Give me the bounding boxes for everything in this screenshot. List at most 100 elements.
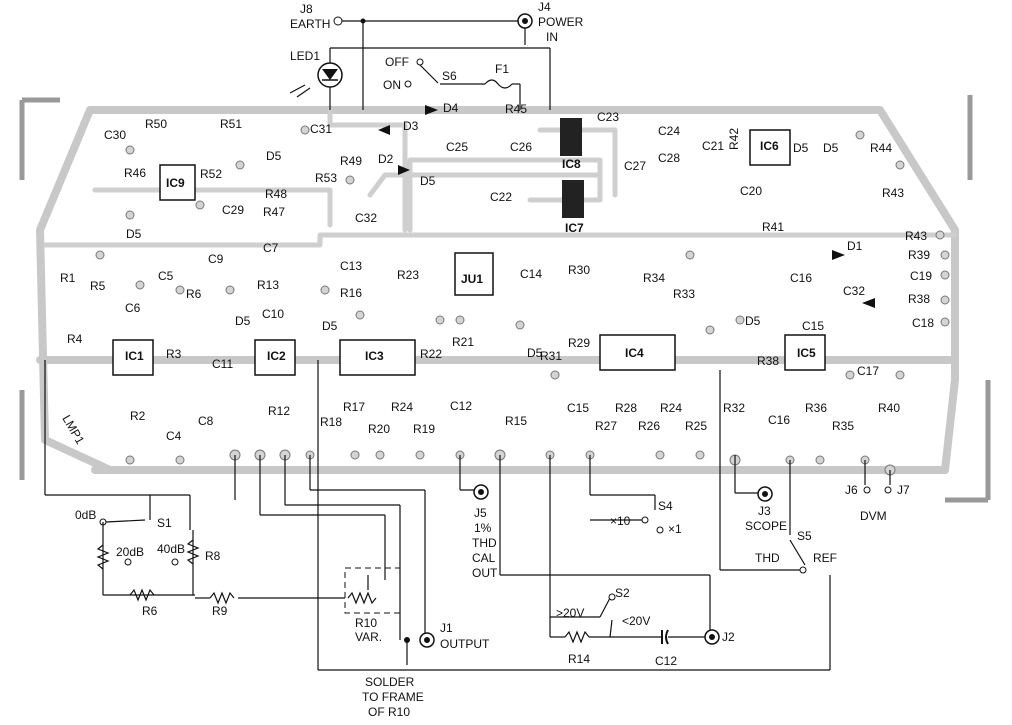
r13-label: R14 — [568, 652, 590, 666]
r30-label: R30 — [568, 263, 590, 277]
ic1 — [112, 339, 154, 376]
power-input-labels: J8 EARTH J4 POWER IN LED1 OFF ON S6 F1 — [290, 0, 584, 92]
lmp1-label: LMP1 — [59, 413, 87, 447]
twenty-db-label: 20dB — [116, 545, 144, 559]
solder-label-3: OF R10 — [368, 705, 410, 719]
forty-db-label: 40dB — [157, 542, 185, 556]
c14-label: C16 — [768, 413, 790, 427]
j-label-9: D5 — [527, 346, 543, 360]
c23-label: C23 — [597, 110, 619, 124]
thd-label: THD — [755, 551, 780, 565]
d1-label: C32 — [843, 284, 865, 298]
r49-label: R48 — [265, 187, 287, 201]
c22-label: C22 — [490, 190, 512, 204]
r5-label: R5 — [90, 279, 106, 293]
r43-label: R43 — [882, 186, 904, 200]
r6-label: R6 — [186, 287, 202, 301]
r38-label: R38 — [908, 292, 930, 306]
r32-label: R32 — [723, 401, 745, 415]
ic5-label: IC5 — [797, 346, 816, 360]
r22-label: R23 — [397, 268, 419, 282]
x1-label: ×1 — [668, 522, 682, 536]
j-label-7: D5 — [235, 314, 251, 328]
d5-label: D3 — [403, 119, 419, 133]
front-panel-labels: 0dB S1 20dB 40dB R8 R6 R9 R10 VAR. SOLDE… — [75, 483, 910, 719]
s4-label: S4 — [658, 499, 673, 513]
ic6-label: IC6 — [760, 139, 779, 153]
r36-label: R36 — [805, 401, 827, 415]
led1-label: LED1 — [290, 49, 320, 63]
board-outline — [19, 95, 991, 503]
component-labels: C30 R50 R51 C31 R46 R52 D5 R49 R53 R48 C… — [59, 101, 934, 447]
r4-label: R4 — [67, 332, 83, 346]
ic8-label: IC8 — [562, 157, 581, 171]
c12-label: C14 — [520, 267, 542, 281]
j6-label: J6 — [845, 483, 858, 497]
c19-label: C19 — [910, 269, 932, 283]
dvm-label: DVM — [860, 509, 887, 523]
thd-cal-2: THD — [472, 536, 497, 550]
ref-label: REF — [813, 551, 837, 565]
c27-label: C27 — [624, 159, 646, 173]
r35-label: R35 — [832, 419, 854, 433]
ic3 — [339, 339, 416, 376]
r41-label: R41 — [762, 220, 784, 234]
thd-cal-1: 1% — [474, 521, 492, 535]
c30-label: C30 — [104, 128, 126, 142]
c8-label: C11 — [212, 357, 233, 371]
r3-label: R3 — [166, 347, 182, 361]
c2-label: C5 — [158, 269, 174, 283]
r21-label: R22 — [420, 347, 442, 361]
r29-label: R29 — [568, 336, 590, 350]
c16-label: C16 — [790, 271, 812, 285]
diodes — [378, 105, 875, 308]
c5-label: C8 — [198, 414, 214, 428]
r16-label: R17 — [343, 400, 365, 414]
ju1 — [454, 252, 494, 296]
c7-label: C10 — [262, 307, 284, 321]
r18-label: R19 — [413, 422, 435, 436]
ic5 — [784, 334, 826, 371]
r2-label: R2 — [130, 409, 146, 423]
ic9-label: IC9 — [166, 176, 185, 190]
f1-label: F1 — [495, 62, 509, 76]
x10-label: ×10 — [610, 514, 631, 528]
c11-label: C12 — [450, 399, 472, 413]
r50-label: R49 — [340, 154, 362, 168]
s1-label: S1 — [157, 516, 172, 530]
j8-label: J8 — [300, 2, 313, 16]
j4-label: J4 — [538, 0, 551, 14]
ic3-label: IC3 — [365, 349, 384, 363]
j-label-4: D5 — [823, 141, 839, 155]
r23-label: R24 — [391, 400, 413, 414]
c3-label: C6 — [125, 301, 141, 315]
r11-label: R12 — [268, 404, 290, 418]
r10-label: R10 — [355, 616, 377, 630]
copper-traces — [36, 106, 959, 474]
r12-label: R13 — [257, 278, 279, 292]
on-label: ON — [383, 78, 401, 92]
r53-label: R52 — [200, 167, 222, 181]
j-label-3: D5 — [793, 141, 809, 155]
solder-label-2: TO FRAME — [362, 690, 424, 704]
c29-label: C29 — [222, 203, 244, 217]
r25-label: R25 — [685, 419, 707, 433]
c18-label: C18 — [912, 316, 934, 330]
ic1-label: IC1 — [125, 349, 144, 363]
s5-label: S5 — [797, 529, 812, 543]
c20-label: C20 — [740, 184, 762, 198]
j7-label: J7 — [897, 483, 910, 497]
ic-labels: IC1 IC2 IC3 IC4 IC5 IC6 IC7 IC8 IC9 JU1 — [125, 139, 816, 363]
j1-label: J1 — [440, 621, 453, 635]
j-label-1: D5 — [266, 149, 282, 163]
c9-label: C12 — [655, 654, 677, 668]
j2-label: J2 — [722, 630, 735, 644]
c4-label: C7 — [263, 241, 279, 255]
output-label: OUTPUT — [440, 637, 490, 651]
r39-label: R39 — [908, 248, 930, 262]
r37-label: R38 — [757, 354, 779, 368]
c17-label: C17 — [857, 364, 879, 378]
r31-label: R31 — [540, 349, 562, 363]
r47-label: R46 — [124, 166, 146, 180]
